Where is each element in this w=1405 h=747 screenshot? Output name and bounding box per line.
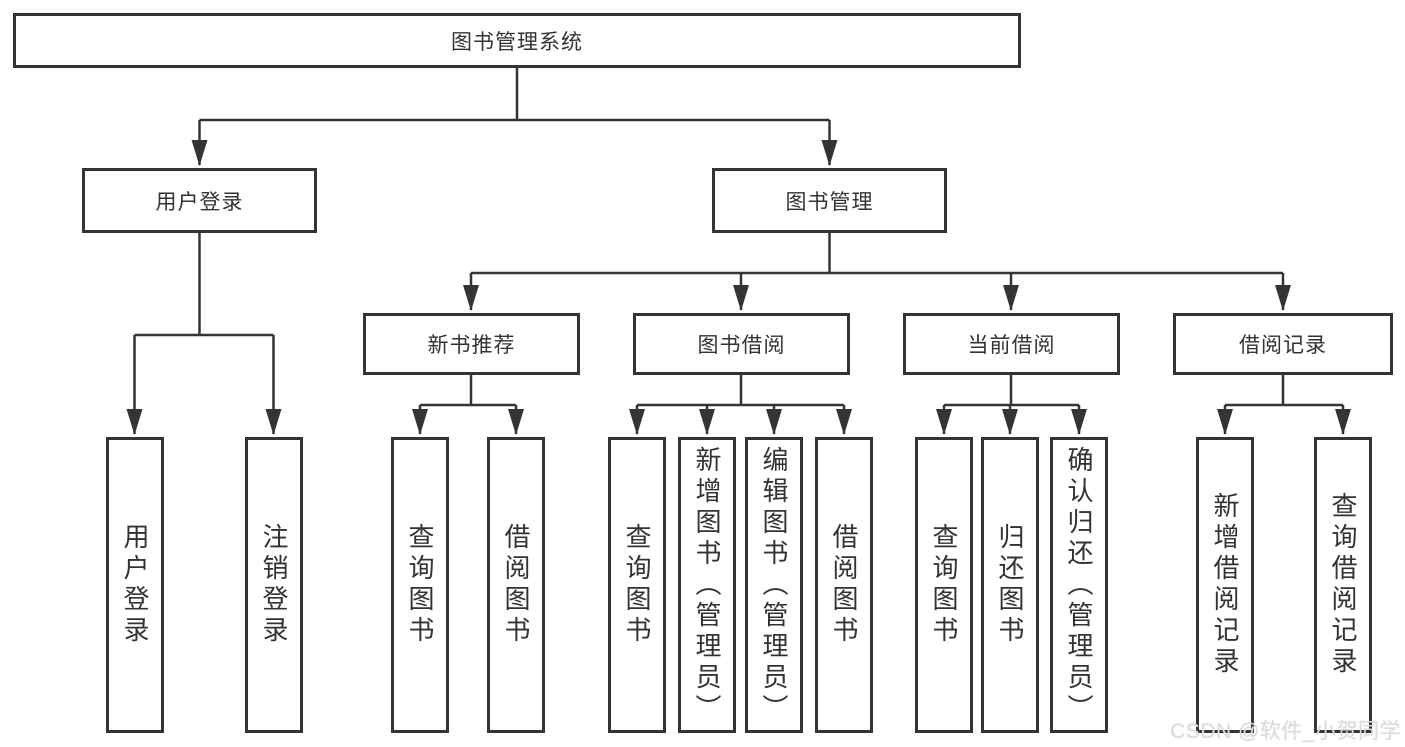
- node-label: 编辑图书（管理员）: [759, 445, 789, 725]
- node-book-borrow: 图书借阅: [633, 313, 850, 375]
- node-label: 借阅图书: [829, 523, 859, 647]
- node-label: 图书借阅: [697, 334, 786, 357]
- node-new-book-recommend: 新书推荐: [363, 313, 580, 375]
- node-label: 归还图书: [995, 523, 1025, 647]
- node-label: 注销登录: [259, 523, 289, 647]
- node-label: 查询图书: [622, 523, 652, 647]
- node-borrow-records: 借阅记录: [1173, 313, 1393, 375]
- node-label: 查询借阅记录: [1328, 492, 1358, 678]
- leaf-confirm-return-admin: 确认归还（管理员）: [1050, 437, 1108, 733]
- leaf-edit-books-admin: 编辑图书（管理员）: [745, 437, 803, 733]
- node-label: 借阅记录: [1239, 334, 1327, 357]
- node-label: 查询图书: [405, 523, 435, 647]
- node-book-management: 图书管理: [712, 168, 947, 233]
- node-label: 新增图书（管理员）: [692, 445, 722, 725]
- leaf-query-books-2: 查询图书: [608, 437, 666, 733]
- node-label: 当前借阅: [967, 334, 1056, 357]
- node-current-borrow: 当前借阅: [903, 313, 1120, 375]
- node-label: 查询图书: [929, 523, 959, 647]
- leaf-user-login: 用户登录: [106, 437, 164, 733]
- node-label: 新书推荐: [427, 334, 516, 357]
- node-label: 确认归还（管理员）: [1064, 445, 1094, 725]
- leaf-return-books: 归还图书: [981, 437, 1039, 733]
- node-library-management-system: 图书管理系统: [13, 13, 1021, 68]
- leaf-add-borrow-record: 新增借阅记录: [1196, 437, 1254, 733]
- node-label: 用户登录: [155, 190, 244, 214]
- node-label: 借阅图书: [501, 523, 531, 647]
- node-label: 图书管理: [785, 190, 874, 214]
- leaf-borrow-books-2: 借阅图书: [815, 437, 873, 733]
- node-label: 用户登录: [120, 523, 150, 647]
- csdn-watermark: CSDN @软件_小贺同学: [1170, 720, 1401, 743]
- leaf-query-books-3: 查询图书: [915, 437, 973, 733]
- node-label: 新增借阅记录: [1210, 492, 1240, 678]
- leaf-logout: 注销登录: [245, 437, 303, 733]
- leaf-borrow-books-1: 借阅图书: [487, 437, 545, 733]
- node-user-login-branch: 用户登录: [82, 168, 317, 233]
- leaf-query-books-1: 查询图书: [391, 437, 449, 733]
- leaf-query-borrow-record: 查询借阅记录: [1314, 437, 1372, 733]
- node-label: 图书管理系统: [451, 30, 583, 54]
- leaf-add-books-admin: 新增图书（管理员）: [678, 437, 736, 733]
